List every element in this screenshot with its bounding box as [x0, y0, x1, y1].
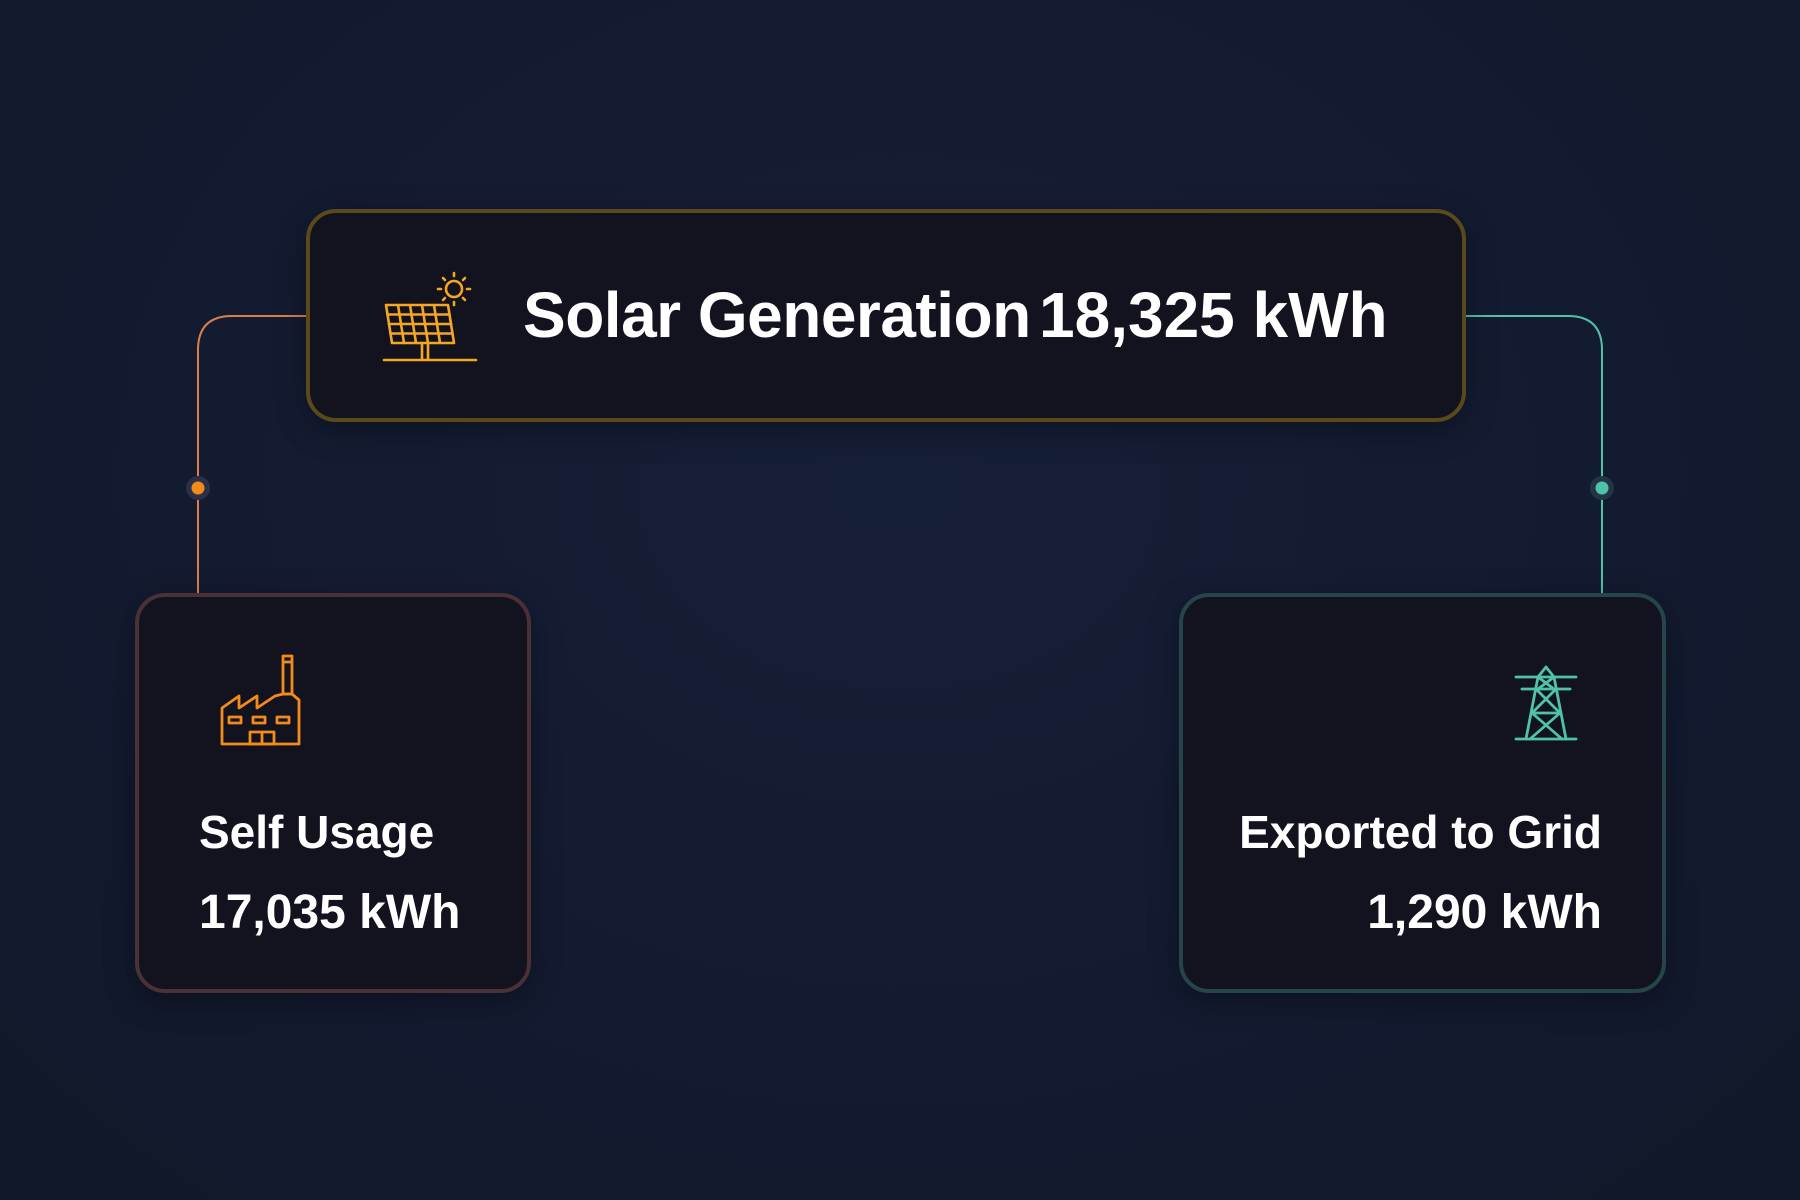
exported-to-grid-value: 1,290 kWh — [1367, 886, 1602, 939]
solar-generation-title: Solar Generation — [523, 279, 1031, 351]
exported-to-grid-label: Exported to Grid — [1239, 806, 1602, 858]
self-usage-value: 17,035 kWh — [199, 886, 461, 939]
solar-generation-value: 18,325 kWh — [1039, 279, 1388, 351]
factory-icon — [220, 654, 301, 746]
solar-generation-card: Solar Generation 18,325 kWh — [306, 209, 1466, 422]
power-tower-icon — [1514, 665, 1578, 741]
connector-to-self-usage — [197, 315, 306, 597]
flow-dot-self-usage — [191, 481, 205, 495]
solar-panel-icon — [382, 271, 478, 362]
self-usage-label: Self Usage — [199, 806, 435, 858]
exported-to-grid-card: Exported to Grid 1,290 kWh — [1179, 593, 1666, 993]
self-usage-card: Self Usage 17,035 kWh — [135, 593, 531, 993]
flow-dot-grid — [1595, 481, 1609, 495]
connector-to-grid — [1466, 315, 1603, 597]
